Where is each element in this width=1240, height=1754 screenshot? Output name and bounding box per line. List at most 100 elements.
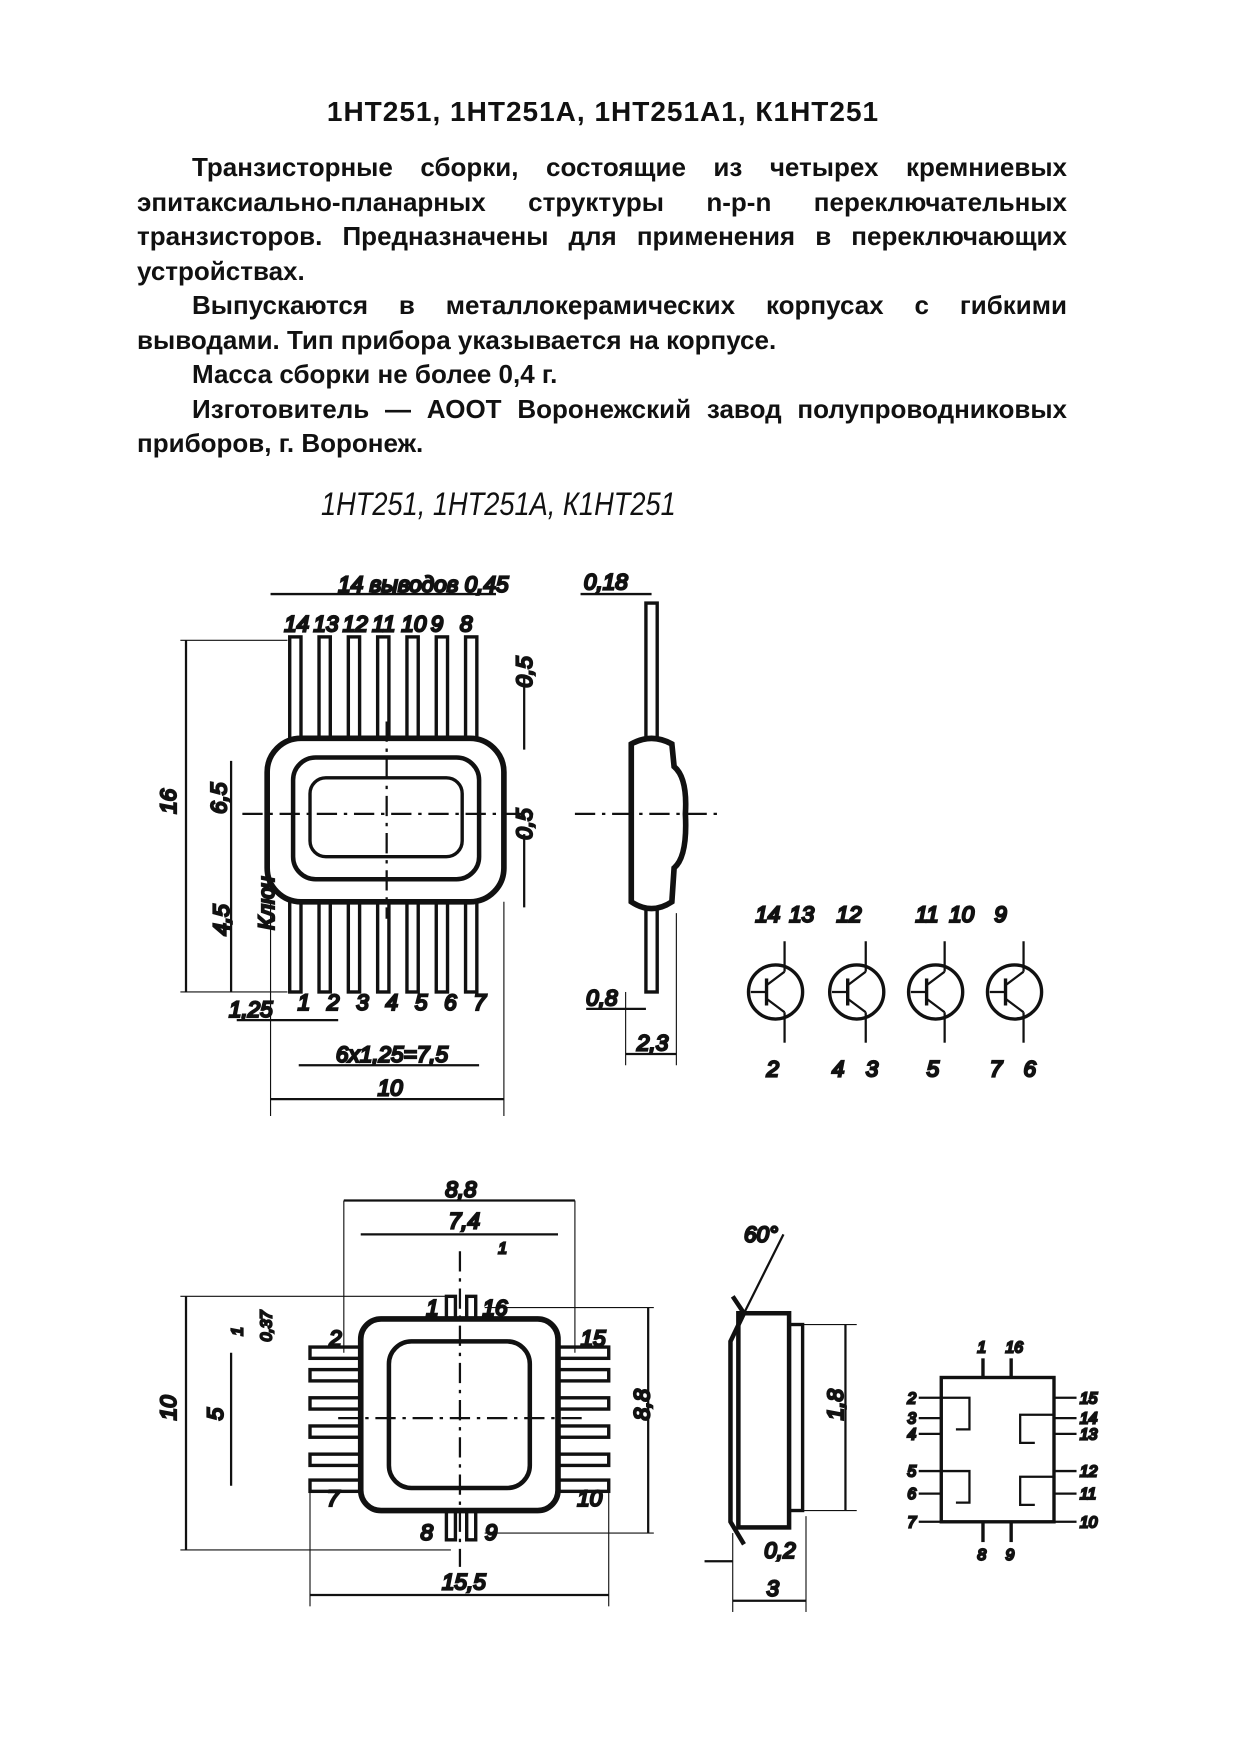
pin-label: 8 — [460, 611, 473, 636]
schematic-pin: 12 — [1080, 1464, 1098, 1481]
pin-label: 13 — [313, 611, 339, 636]
schematic-pin: 13 — [1080, 1426, 1098, 1443]
pin-1: 1 — [426, 1296, 439, 1321]
pin-10: 10 — [577, 1486, 603, 1511]
dim-8-8-top: 8,8 — [445, 1177, 477, 1202]
dim-1: 1 — [229, 1327, 246, 1336]
transistor-pin-label: 2 — [766, 1057, 780, 1082]
transistor-pin-label: 3 — [866, 1057, 879, 1082]
dim-0-37: 0,37 — [259, 1310, 276, 1342]
figure-caption: 1НТ251, 1НТ251А, К1НТ251 — [321, 486, 676, 522]
pin-15: 15 — [581, 1326, 607, 1351]
pin-label: 7 — [473, 990, 487, 1015]
description: Транзисторные сборки, состоящие из четыр… — [137, 150, 1067, 461]
side-dim-3: 3 — [767, 1576, 780, 1601]
schematic-pin: 5 — [907, 1464, 916, 1481]
pin-16: 16 — [482, 1296, 508, 1321]
dim-7-4: 7,4 — [449, 1209, 480, 1234]
schematic-pin: 14 — [1080, 1411, 1098, 1428]
lead — [463, 894, 479, 994]
schematic-pin: 10 — [1080, 1514, 1098, 1531]
lead — [434, 894, 450, 994]
pin-label: 4 — [386, 990, 399, 1015]
dim-15-5: 15,5 — [442, 1569, 486, 1594]
transistor-pin-label: 4 — [832, 1057, 845, 1082]
pin-label: 11 — [372, 611, 395, 636]
transistor-pin-label: 6 — [1024, 1057, 1037, 1082]
dim-0-5-top: 0,5 — [512, 656, 537, 688]
pin-label: 5 — [415, 990, 428, 1015]
lead — [346, 635, 362, 746]
paragraph: Изготовитель — АООТ Воронежский завод по… — [137, 393, 1067, 459]
transistor-pin-label: 13 — [789, 902, 815, 927]
schematic-pin: 11 — [1080, 1486, 1096, 1503]
lead — [308, 1452, 366, 1468]
transistor-pin-label: 14 — [755, 902, 780, 927]
pin-label: 6 — [444, 990, 457, 1015]
side-dim-1-8: 1,8 — [823, 1389, 848, 1421]
paragraph: Масса сборки не более 0,4 г. — [192, 359, 558, 389]
lead — [317, 894, 332, 994]
schematic-pin: 2 — [906, 1390, 916, 1407]
transistor-pin-label: 12 — [836, 902, 862, 927]
package2-top-view: 8,8 7,4 1 10 5 1 0,37 8,8 15,5 1 16 2 15… — [155, 1176, 655, 1607]
pin-9: 9 — [485, 1520, 498, 1545]
schematic-pin: 7 — [907, 1514, 917, 1531]
lead — [288, 894, 303, 994]
package2-side-view: 60° 1,8 0,2 3 — [704, 1221, 857, 1612]
lead — [405, 635, 420, 746]
pin-label: 1 — [298, 990, 311, 1015]
paragraph: Выпускаются в металлокерамических корпус… — [137, 290, 1067, 355]
dim-16: 16 — [156, 788, 181, 814]
pin-label: 14 — [284, 611, 309, 636]
transistor-pin-label: 9 — [994, 902, 1007, 927]
lead — [405, 894, 420, 994]
schematic-pin: 9 — [1006, 1547, 1015, 1564]
dim-10: 10 — [156, 1395, 181, 1421]
lead — [288, 635, 303, 746]
dim-0-5-bottom: 0,5 — [512, 808, 537, 840]
dim-8-8-right: 8,8 — [629, 1389, 654, 1421]
schematic-pin: 4 — [907, 1426, 916, 1443]
pin-8: 8 — [420, 1520, 433, 1545]
document-title: 1НТ251, 1НТ251А, 1НТ251А1, К1НТ251 — [326, 96, 880, 127]
lead — [308, 1367, 366, 1383]
side-dim-0-18: 0,18 — [584, 570, 628, 595]
transistor-symbol: 14 13 2 — [746, 901, 816, 1083]
package-side-view: 0,18 0,8 2,3 — [574, 568, 722, 1066]
pin-label: 10 — [401, 611, 427, 636]
transistor-pin-label: 7 — [990, 1057, 1004, 1082]
lead — [552, 1396, 611, 1411]
transistor-pin-label: 10 — [949, 902, 975, 927]
paragraph: Транзисторные сборки, состоящие из четыр… — [137, 152, 1067, 286]
pin-label: 2 — [326, 990, 340, 1015]
lead — [552, 1452, 611, 1468]
lead — [434, 635, 450, 746]
schematic-pin: 6 — [907, 1486, 916, 1503]
side-angle: 60° — [744, 1222, 778, 1247]
dim-1-top: 1 — [498, 1241, 507, 1258]
pin-label: 3 — [356, 990, 369, 1015]
schematic-pin: 15 — [1080, 1390, 1098, 1407]
pin-label: 12 — [343, 611, 369, 636]
lead — [463, 635, 479, 746]
transistor-pin-label: 11 — [915, 902, 938, 927]
lead — [552, 1367, 611, 1383]
dim-4-5: 4,5 — [209, 904, 234, 936]
side-dim-0-2: 0,2 — [764, 1538, 796, 1563]
dim-10: 10 — [378, 1076, 404, 1101]
key-label: Ключ — [254, 876, 279, 930]
side-dim-2-3: 2,3 — [636, 1031, 669, 1056]
schematic-pin: 3 — [907, 1411, 916, 1428]
leads-label: 14 выводов 0,45 — [338, 572, 509, 597]
dim-6-5: 6,5 — [207, 782, 232, 814]
pin-7: 7 — [327, 1486, 341, 1511]
lead — [308, 1396, 366, 1411]
dim-5: 5 — [203, 1407, 228, 1420]
pin-label: 9 — [431, 611, 444, 636]
lead — [317, 635, 332, 746]
schematic-pin: 8 — [977, 1547, 986, 1564]
